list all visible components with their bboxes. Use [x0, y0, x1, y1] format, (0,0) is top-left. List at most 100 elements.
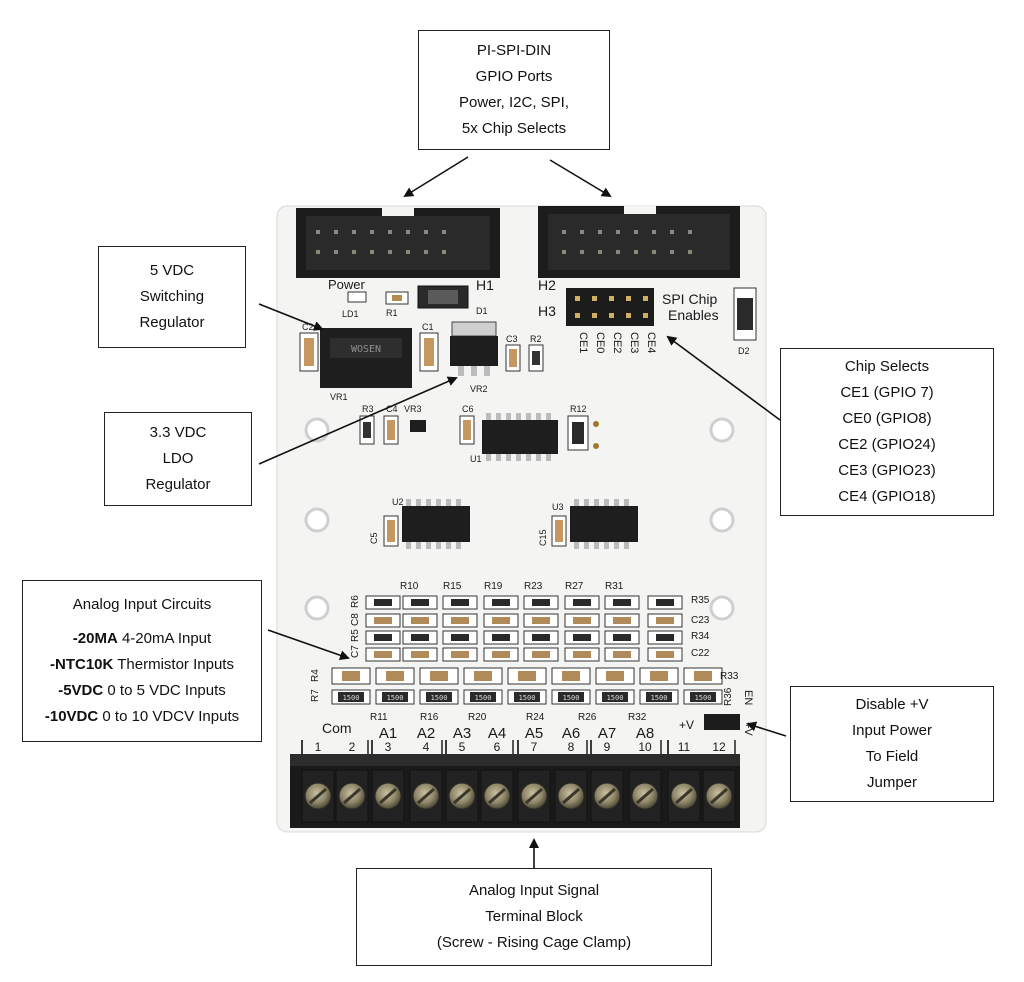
smd-component — [402, 613, 438, 628]
silk-r7: R7 — [310, 689, 321, 702]
terminal-number: 12 — [712, 740, 726, 754]
smd-component — [523, 613, 559, 628]
silk-r15: R15 — [443, 581, 462, 592]
silk-c23: C23 — [691, 615, 710, 626]
smd-component — [483, 595, 519, 610]
large-resistor — [463, 667, 503, 685]
terminal-number: 6 — [494, 740, 501, 754]
terminal-screw — [301, 769, 335, 823]
terminal-screw — [371, 769, 405, 823]
callout-row: -10VDC 0 to 10 VDCV Inputs — [45, 704, 239, 730]
resistor-marking: 1500 — [387, 694, 404, 702]
resistor-1500: 1500 — [683, 689, 723, 705]
row-code: -5VDC — [58, 682, 104, 699]
silk-r11: R11 — [370, 712, 388, 723]
row-code: -NTC10K — [50, 656, 114, 673]
silk-ce3: CE3 — [628, 332, 640, 353]
large-resistor — [683, 667, 723, 685]
terminal-screw — [554, 769, 588, 823]
resistor-1500: 1500 — [463, 689, 503, 705]
silk-h3: H3 — [538, 303, 556, 319]
resistor-1500: 1500 — [419, 689, 459, 705]
silk-com: Com — [322, 720, 352, 736]
callout-row: -5VDC 0 to 5 VDC Inputs — [58, 678, 226, 704]
arrow-to-vr2 — [258, 376, 458, 465]
terminal-screw — [590, 769, 624, 823]
jumper-en — [704, 714, 740, 730]
resistor-marking: 1500 — [431, 694, 448, 702]
vr3-component — [410, 420, 426, 432]
arrow-to-h2 — [549, 159, 612, 198]
callout-line: CE1 (GPIO 7) — [840, 384, 934, 401]
terminal-number: 3 — [385, 740, 392, 754]
silk-r12: R12 — [570, 404, 587, 414]
chip-u3 — [570, 499, 638, 549]
resistor-1500: 1500 — [507, 689, 547, 705]
callout-line: Power, I2C, SPI, — [458, 94, 570, 111]
silk-c8: C8 — [350, 613, 361, 626]
smd-component — [483, 647, 519, 662]
arrow-to-h1 — [403, 156, 469, 198]
callout-line: Regulator — [145, 476, 211, 493]
terminal-number: 10 — [638, 740, 652, 754]
arrow-to-vr1 — [258, 303, 324, 331]
callout-line: LDO — [162, 450, 194, 467]
silk-c4: C4 — [386, 404, 398, 414]
smd-component — [564, 630, 600, 645]
silk-r20: R20 — [468, 712, 487, 723]
resistor-marking: 1500 — [563, 694, 580, 702]
row-code: -20MA — [72, 630, 118, 647]
smd-component — [604, 630, 640, 645]
large-resistor — [507, 667, 547, 685]
resistor-marking: 1500 — [695, 694, 712, 702]
smd-component — [442, 647, 478, 662]
large-resistor — [639, 667, 679, 685]
silk-r10: R10 — [400, 581, 419, 592]
resistor-marking: 1500 — [607, 694, 624, 702]
silk-en: EN — [742, 690, 754, 705]
callout-arrows — [258, 156, 787, 868]
callout-line: GPIO Ports — [475, 68, 553, 85]
silk-plus-v: +V — [679, 718, 694, 732]
callout-title: Analog Input Circuits — [72, 596, 212, 613]
silk-d2: D2 — [738, 346, 750, 356]
resistor-marking: 1500 — [475, 694, 492, 702]
silk-u1: U1 — [470, 454, 482, 464]
callout-line: Switching — [139, 288, 205, 305]
silk-c7: C7 — [350, 645, 361, 658]
silk-ce1: CE1 — [577, 332, 589, 353]
silk-vr3: VR3 — [404, 404, 422, 414]
smd-component — [647, 630, 683, 645]
terminal-screw — [702, 769, 736, 823]
smd-component — [483, 630, 519, 645]
channel-label: A5 — [525, 725, 543, 742]
callout-chip-selects: Chip Selects CE1 (GPIO 7) CE0 (GPIO8) CE… — [780, 348, 994, 516]
smd-component — [442, 630, 478, 645]
callout-line: To Field — [865, 748, 919, 765]
row-desc: 0 to 10 VDCV Inputs — [98, 708, 240, 725]
smd-component — [647, 647, 683, 662]
regulator-marking: WOSEN — [351, 344, 381, 355]
smd-component — [365, 647, 401, 662]
large-resistor — [595, 667, 635, 685]
silk-vr1: VR1 — [330, 392, 348, 402]
smd-component — [604, 613, 640, 628]
arrow-to-jumper — [746, 721, 787, 737]
callout-line: 5x Chip Selects — [461, 120, 567, 137]
channel-label: A4 — [488, 725, 506, 742]
callout-header-ports: PI-SPI-DIN GPIO Ports Power, I2C, SPI, 5… — [418, 30, 610, 150]
callout-line: CE3 (GPIO23) — [838, 462, 936, 479]
resistor-1500: 1500 — [595, 689, 635, 705]
terminal-number: 2 — [349, 740, 356, 754]
resistor-marking: 1500 — [651, 694, 668, 702]
callout-line: Terminal Block — [485, 908, 583, 925]
silk-r36: R36 — [723, 687, 734, 706]
header-h1 — [296, 208, 500, 278]
silk-r26: R26 — [578, 712, 597, 723]
callout-terminal-block: Analog Input Signal Terminal Block (Scre… — [356, 868, 712, 966]
callout-line: (Screw - Rising Cage Clamp) — [436, 934, 632, 951]
callout-line: Input Power — [851, 722, 933, 739]
smd-component — [402, 630, 438, 645]
silk-r34: R34 — [691, 631, 710, 642]
resistor-1500: 1500 — [375, 689, 415, 705]
